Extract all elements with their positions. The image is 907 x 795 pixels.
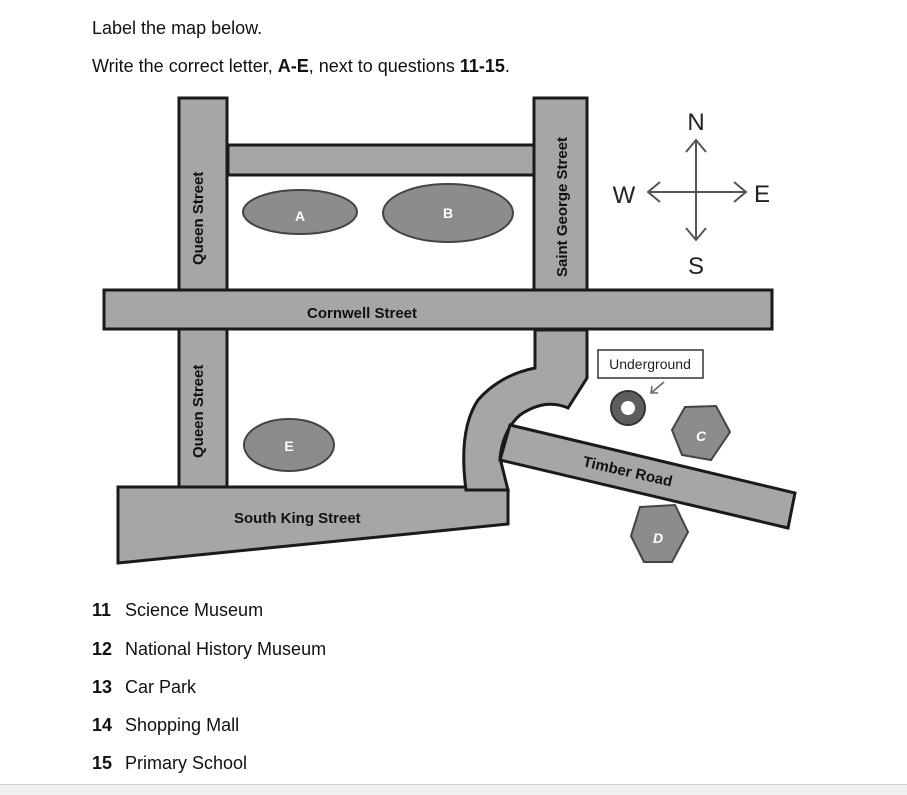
question-text: Science Museum	[125, 600, 264, 620]
place-b-marker	[382, 183, 514, 243]
page-bottom-bar	[0, 784, 907, 795]
question-text: Primary School	[125, 753, 248, 773]
underground-pointer-head	[650, 385, 658, 394]
question-14: 14 Shopping Mall	[92, 715, 239, 736]
place-a-label: A	[295, 208, 305, 224]
saint-george-curve	[462, 328, 589, 492]
timber-road	[498, 423, 797, 530]
instruction-prefix: Write the correct letter,	[92, 56, 278, 76]
instruction-letters: A-E	[277, 56, 309, 76]
place-e-label: E	[284, 438, 293, 454]
cornwell-street	[102, 288, 774, 331]
top-connector-street	[226, 143, 536, 177]
question-number: 15	[92, 753, 113, 773]
saint-george-street	[532, 96, 589, 292]
cornwell-street-label: Cornwell Street	[307, 305, 417, 322]
saint-george-street-label: Saint George Street	[554, 137, 571, 277]
instruction-question-range: 11-15	[459, 56, 505, 76]
question-11: 11 Science Museum	[92, 600, 263, 621]
question-text: National History Museum	[125, 639, 327, 659]
compass-south: S	[688, 253, 704, 280]
question-number: 13	[92, 677, 113, 697]
question-number: 12	[92, 639, 113, 659]
question-text: Shopping Mall	[125, 715, 240, 735]
underground-label-box	[597, 349, 704, 379]
question-number: 11	[92, 600, 112, 620]
queen-street-lower-label: Queen Street	[190, 365, 207, 458]
question-12: 12 National History Museum	[92, 639, 326, 660]
place-e-marker	[243, 418, 335, 472]
place-d-label: D	[653, 530, 663, 546]
compass-rose-icon	[646, 138, 748, 242]
question-number: 14	[92, 715, 113, 735]
place-a-marker	[242, 189, 358, 235]
south-king-street-label: South King Street	[234, 510, 361, 527]
question-text: Car Park	[125, 677, 197, 697]
queen-street-upper-label: Queen Street	[190, 172, 207, 265]
question-15: 15 Primary School	[92, 753, 247, 774]
underground-pointer-line	[650, 381, 665, 394]
instruction-suffix: .	[504, 56, 510, 76]
place-c-marker	[670, 404, 732, 462]
compass-north: N	[687, 109, 704, 136]
instruction-label-map: Label the map below.	[92, 18, 263, 38]
instruction-write-letter: Write the correct letter, A-E, next to q…	[92, 56, 510, 77]
question-13: 13 Car Park	[92, 677, 196, 698]
compass-west: W	[613, 182, 636, 209]
compass-east: E	[754, 181, 770, 208]
street-map: Queen Street Queen Street Saint George S…	[102, 96, 797, 565]
underground-label: Underground	[609, 356, 691, 372]
place-c-label: C	[696, 428, 707, 444]
instruction-mid: , next to questions	[308, 56, 460, 76]
place-d-marker	[629, 503, 690, 563]
place-b-label: B	[443, 205, 453, 221]
underground-station-icon-hole	[621, 401, 635, 415]
